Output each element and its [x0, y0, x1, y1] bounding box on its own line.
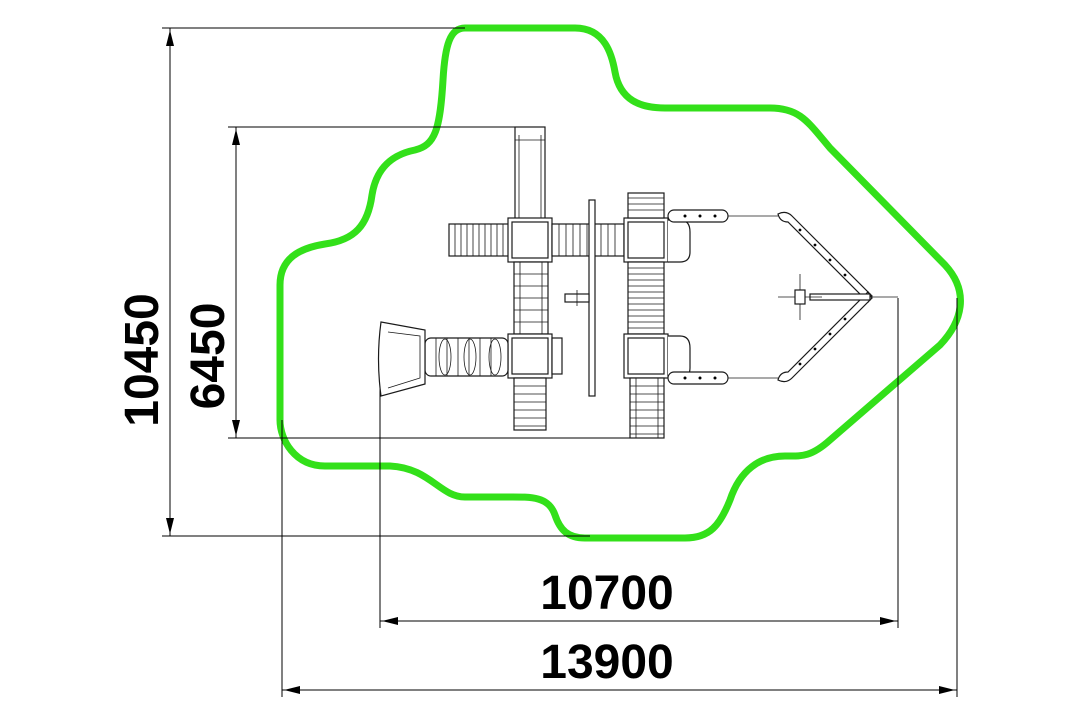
bottom-left-ladder — [513, 377, 547, 431]
slide-exit — [377, 321, 426, 397]
dimension-inner-width: 10700 — [379, 298, 899, 628]
left-climber — [513, 261, 549, 335]
play-structure — [377, 126, 898, 439]
steering-element — [778, 274, 822, 320]
outer-width-label: 13900 — [540, 636, 673, 689]
top-slide — [514, 126, 546, 223]
safety-zone-outline — [276, 24, 964, 542]
inner-width-label: 10700 — [540, 567, 673, 620]
inner-height-label: 6450 — [182, 303, 235, 410]
center-rail — [564, 199, 596, 397]
dimension-inner-height: 6450 — [182, 126, 630, 439]
tube-slide — [424, 337, 509, 377]
handle-top — [668, 219, 691, 263]
upper-beam — [667, 209, 778, 223]
dimension-outer-width: 13900 — [281, 298, 958, 697]
right-ladder-column — [627, 192, 665, 335]
top-bridge — [551, 223, 625, 257]
dimension-outer-height: 10450 — [116, 27, 590, 537]
lower-beam — [667, 371, 778, 385]
outer-height-label: 10450 — [116, 293, 169, 426]
bottom-right-ladder — [629, 377, 665, 439]
left-ladder — [448, 223, 510, 257]
swing-frame — [777, 211, 898, 383]
